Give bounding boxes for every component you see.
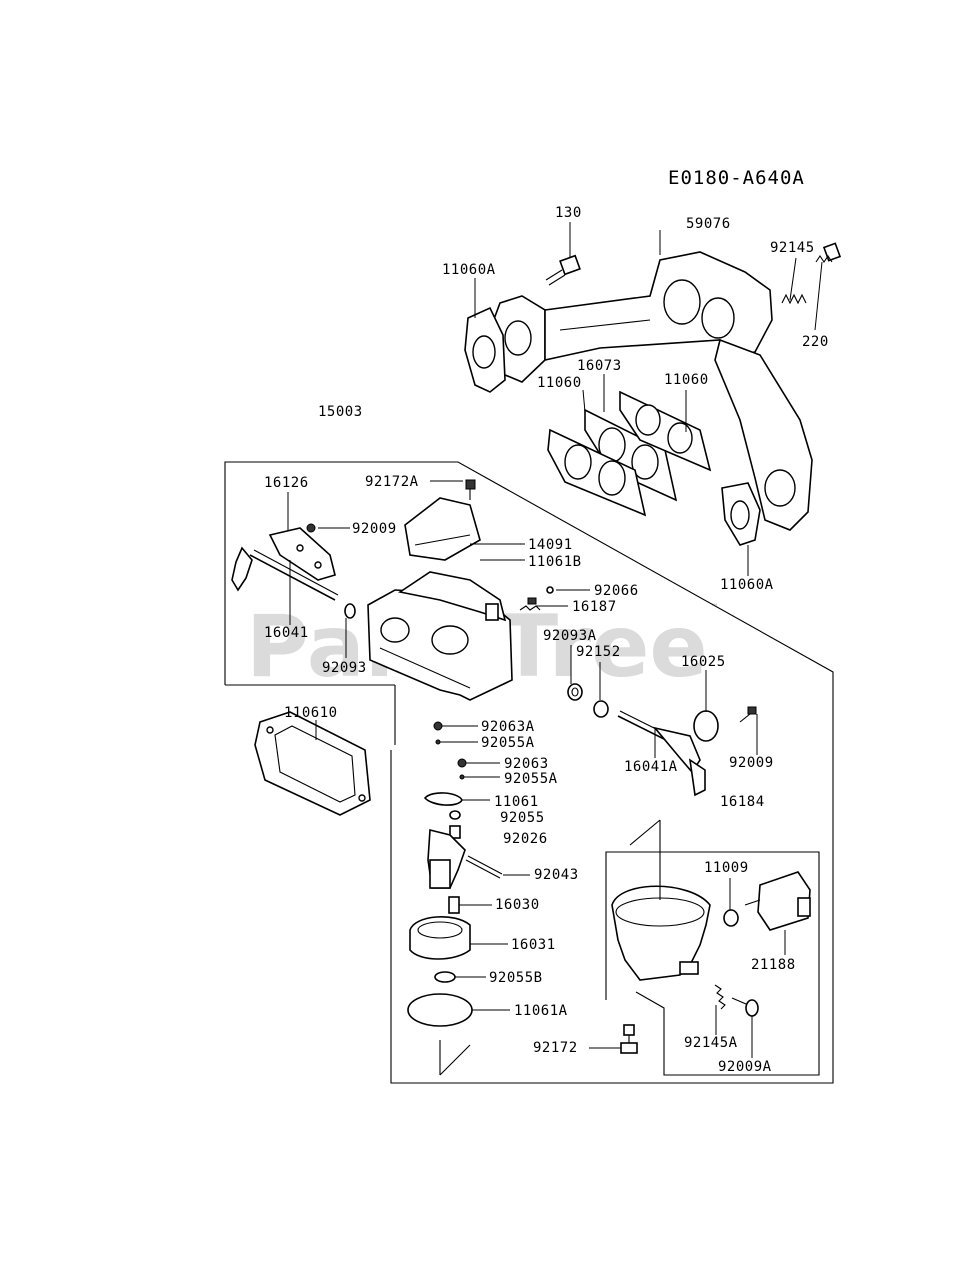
- screw-92009a: [731, 997, 759, 1017]
- label-92055b: 92055B: [489, 970, 543, 986]
- label-11061b: 11061B: [528, 554, 582, 570]
- label-92009-top: 92009: [352, 521, 397, 537]
- plug-92066: [546, 586, 554, 594]
- assembly-frame: [224, 461, 834, 1084]
- label-92093a: 92093A: [543, 628, 597, 644]
- screw-92172: [620, 1024, 638, 1054]
- label-92066: 92066: [594, 583, 639, 599]
- label-92145a: 92145A: [684, 1035, 738, 1051]
- label-92055: 92055: [500, 810, 545, 826]
- label-220: 220: [802, 334, 829, 350]
- label-92172a: 92172A: [365, 474, 419, 490]
- oring-92055b: [434, 971, 456, 983]
- watermark-trademark: ™: [710, 603, 719, 613]
- label-59076: 59076: [686, 216, 731, 232]
- label-130: 130: [555, 205, 582, 221]
- label-21188: 21188: [751, 957, 796, 973]
- oring-92055a-2: [459, 774, 465, 780]
- gasket-11060a-top: [464, 306, 506, 393]
- diagram-code: E0180-A640A: [668, 167, 805, 189]
- label-16187: 16187: [572, 599, 617, 615]
- label-92093: 92093: [322, 660, 367, 676]
- label-16041: 16041: [264, 625, 309, 641]
- gasket-11060a-bottom: [721, 482, 761, 546]
- label-14091: 14091: [528, 537, 573, 553]
- label-92145: 92145: [770, 240, 815, 256]
- part-labels: 130 59076 92145 220 11060A 16073 11060 1…: [264, 205, 829, 1075]
- label-92043: 92043: [534, 867, 579, 883]
- label-11061a: 11061A: [514, 1003, 568, 1019]
- label-11060a-top: 11060A: [442, 262, 496, 278]
- label-92055a-1: 92055A: [481, 735, 535, 751]
- screw-92172a: [465, 479, 476, 500]
- choke-lever-16126: [268, 527, 336, 581]
- jet-92063a: [433, 721, 443, 731]
- screw-16187: [519, 597, 541, 611]
- label-16126: 16126: [264, 475, 309, 491]
- spring-92026: [449, 825, 461, 839]
- washer-92093: [344, 603, 356, 619]
- label-16031: 16031: [511, 937, 556, 953]
- jet-92063: [457, 758, 467, 768]
- label-11061: 11061: [494, 794, 539, 810]
- throttle-shaft-16041: [231, 546, 339, 601]
- label-92172: 92172: [533, 1040, 578, 1056]
- emulsion-tube: [427, 828, 466, 889]
- leader-lines: [287, 222, 823, 1058]
- label-92055a-2: 92055A: [504, 771, 558, 787]
- needle-16030: [448, 896, 460, 914]
- spring-92145: [781, 293, 807, 305]
- label-15003: 15003: [318, 404, 363, 420]
- label-92009-mid: 92009: [729, 755, 774, 771]
- label-92063: 92063: [504, 756, 549, 772]
- gasket-11060-left: [547, 428, 647, 517]
- screw-92009-mid: [739, 706, 757, 723]
- label-16041a: 16041A: [624, 759, 678, 775]
- gasket-11061: [423, 792, 463, 806]
- oring-92055: [449, 810, 461, 820]
- oring-92055a-1: [435, 739, 441, 745]
- label-16184: 16184: [720, 794, 765, 810]
- bolt-130: [545, 254, 581, 286]
- screw-92009-top: [306, 523, 316, 533]
- gasket-11061a: [407, 993, 473, 1027]
- spring-92145a: [714, 984, 726, 1010]
- label-92009a: 92009A: [718, 1059, 772, 1075]
- solenoid-21188: [744, 871, 811, 931]
- float-bowl-16184: [611, 885, 711, 981]
- wire-92043: [465, 855, 503, 879]
- seal-92093a: [567, 683, 583, 701]
- float-16031: [409, 915, 471, 960]
- washer-11009: [723, 909, 739, 927]
- label-16030: 16030: [495, 897, 540, 913]
- label-16073: 16073: [577, 358, 622, 374]
- intake-manifold: [489, 251, 813, 531]
- throttle-shaft-16041a: [617, 710, 706, 797]
- carburetor-body-15003: [367, 571, 513, 701]
- label-92026: 92026: [503, 831, 548, 847]
- throttle-valve-16025: [693, 710, 719, 742]
- gasket-110610: [254, 711, 371, 816]
- label-11060-right: 11060: [664, 372, 709, 388]
- label-92152: 92152: [576, 644, 621, 660]
- label-11060a-bottom: 11060A: [720, 577, 774, 593]
- label-92063a: 92063A: [481, 719, 535, 735]
- label-110610: 110610: [284, 705, 338, 721]
- label-16025: 16025: [681, 654, 726, 670]
- label-11060-left: 11060: [537, 375, 582, 391]
- label-11009: 11009: [704, 860, 749, 876]
- bolt-220: [815, 242, 842, 263]
- bushing-92152: [593, 700, 609, 718]
- bracket-14091: [404, 497, 481, 561]
